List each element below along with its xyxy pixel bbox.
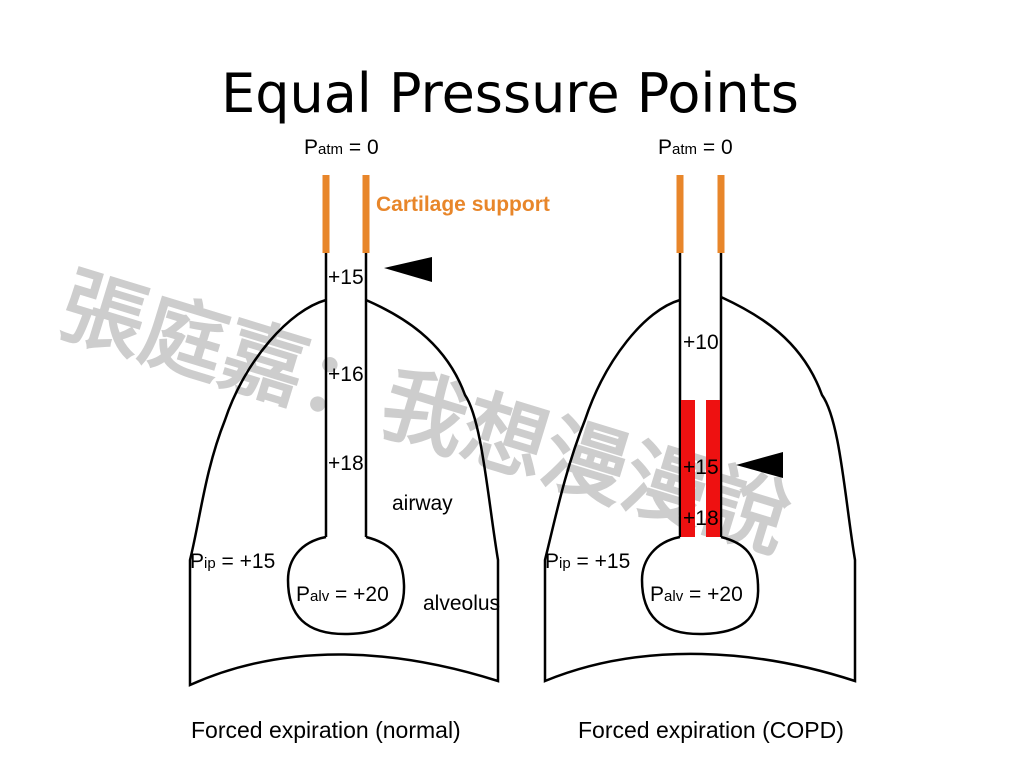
left-panel bbox=[188, 253, 500, 687]
left-pressure-2: +16 bbox=[328, 363, 364, 386]
cartilage-support-label: Cartilage support bbox=[376, 193, 550, 216]
left-palv-label: Palv = +20 bbox=[296, 583, 389, 606]
right-alveolus bbox=[640, 535, 760, 636]
right-palv-label: Palv = +20 bbox=[650, 583, 743, 606]
left-pip-label: Pip = +15 bbox=[190, 550, 275, 573]
page-title: Equal Pressure Points bbox=[221, 62, 799, 125]
right-cartilage bbox=[676, 175, 725, 253]
right-pressure-3: +18 bbox=[683, 507, 719, 530]
right-epp-arrow-icon bbox=[736, 452, 783, 478]
right-pressure-2: +15 bbox=[683, 456, 719, 479]
right-lung-outline bbox=[543, 295, 857, 683]
collapsed-airway-segment bbox=[681, 400, 720, 537]
alveolus-label: alveolus bbox=[423, 592, 500, 615]
left-lung-outline bbox=[188, 298, 500, 687]
right-patm-label: Patm = 0 bbox=[658, 136, 733, 159]
airway-label: airway bbox=[392, 492, 453, 515]
left-cartilage bbox=[322, 175, 370, 253]
right-caption: Forced expiration (COPD) bbox=[578, 717, 844, 743]
left-epp-arrow-icon bbox=[384, 257, 432, 282]
left-caption: Forced expiration (normal) bbox=[191, 717, 461, 743]
collapsed-wall-left bbox=[681, 400, 695, 537]
right-pip-label: Pip = +15 bbox=[545, 550, 630, 573]
left-patm-label: Patm = 0 bbox=[304, 136, 379, 159]
right-pressure-1: +10 bbox=[683, 331, 719, 354]
collapsed-wall-right bbox=[706, 400, 720, 537]
left-alveolus bbox=[286, 535, 406, 636]
left-pressure-1: +15 bbox=[328, 266, 364, 289]
right-panel bbox=[543, 253, 857, 683]
left-pressure-3: +18 bbox=[328, 452, 364, 475]
